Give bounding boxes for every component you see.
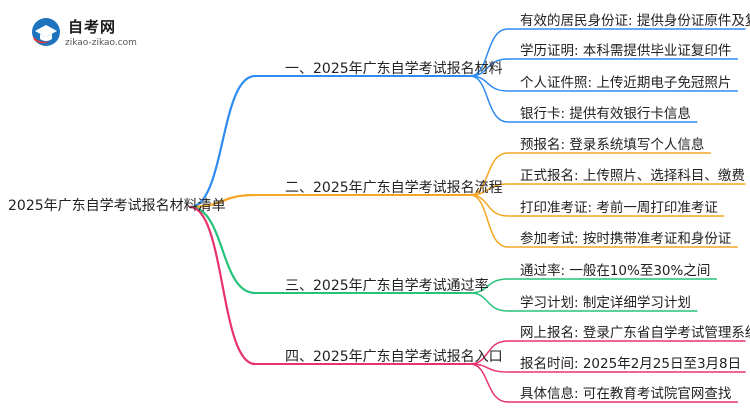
leaf-study-plan: 学习计划: 制定详细学习计划	[520, 295, 691, 311]
leaf-link-1-1	[469, 183, 746, 196]
branch-pass-rate: 三、2025年广东自学考试通过率	[285, 278, 489, 294]
leaf-link-1-3	[469, 194, 739, 248]
root-link-2	[188, 205, 257, 295]
leaf-formal-registration: 正式报名: 上传照片、选择科目、缴费	[520, 168, 745, 184]
logo-title: 自考网	[68, 18, 117, 36]
root-link-3	[188, 205, 257, 366]
mindmap-links	[188, 28, 746, 403]
leaf-pass-rate: 通过率: 一般在10%至30%之间	[520, 263, 711, 279]
site-logo: 自考网 zikao-zikao.com	[30, 14, 160, 54]
leaf-registration-time: 报名时间: 2025年2月25日至3月8日	[520, 356, 742, 372]
root-topic: 2025年广东自学考试报名材料清单	[8, 198, 226, 214]
leaf-link-0-0	[469, 28, 746, 77]
leaf-id-card: 有效的居民身份证: 提供身份证原件及复印件	[520, 13, 750, 29]
leaf-link-2-1	[469, 292, 698, 312]
leaf-link-3-2	[469, 363, 739, 403]
leaf-print-admission: 打印准考证: 考前一周打印准考证	[520, 200, 718, 216]
logo-subtitle: zikao-zikao.com	[65, 38, 137, 48]
leaf-link-2-0	[469, 278, 718, 294]
leaf-link-0-1	[469, 58, 739, 77]
leaf-diploma: 学历证明: 本科需提供毕业证复印件	[520, 43, 732, 59]
leaf-pre-registration: 预报名: 登录系统填写个人信息	[520, 137, 705, 153]
branch-entry: 四、2025年广东自学考试报名入口	[285, 349, 503, 365]
root-link-0	[188, 74, 257, 209]
root-link-1	[188, 193, 257, 209]
branch-process: 二、2025年广东自学考试报名流程	[285, 180, 503, 196]
leaf-details: 具体信息: 可在教育考试院官网查找	[520, 386, 732, 402]
branch-materials: 一、2025年广东自学考试报名材料	[285, 61, 503, 77]
leaf-link-1-2	[469, 194, 725, 217]
leaf-photo: 个人证件照: 上传近期电子免冠照片	[520, 75, 732, 91]
leaf-link-0-3	[469, 75, 698, 123]
leaf-link-3-0	[469, 340, 746, 365]
leaf-take-exam: 参加考试: 按时携带准考证和身份证	[520, 231, 732, 247]
leaf-bank-card: 银行卡: 提供有效银行卡信息	[520, 106, 691, 122]
leaf-link-3-1	[469, 363, 746, 373]
graduation-cap-icon	[32, 18, 60, 46]
leaf-online-registration: 网上报名: 登录广东省自学考试管理系统	[520, 325, 750, 341]
leaf-link-1-0	[469, 152, 712, 196]
